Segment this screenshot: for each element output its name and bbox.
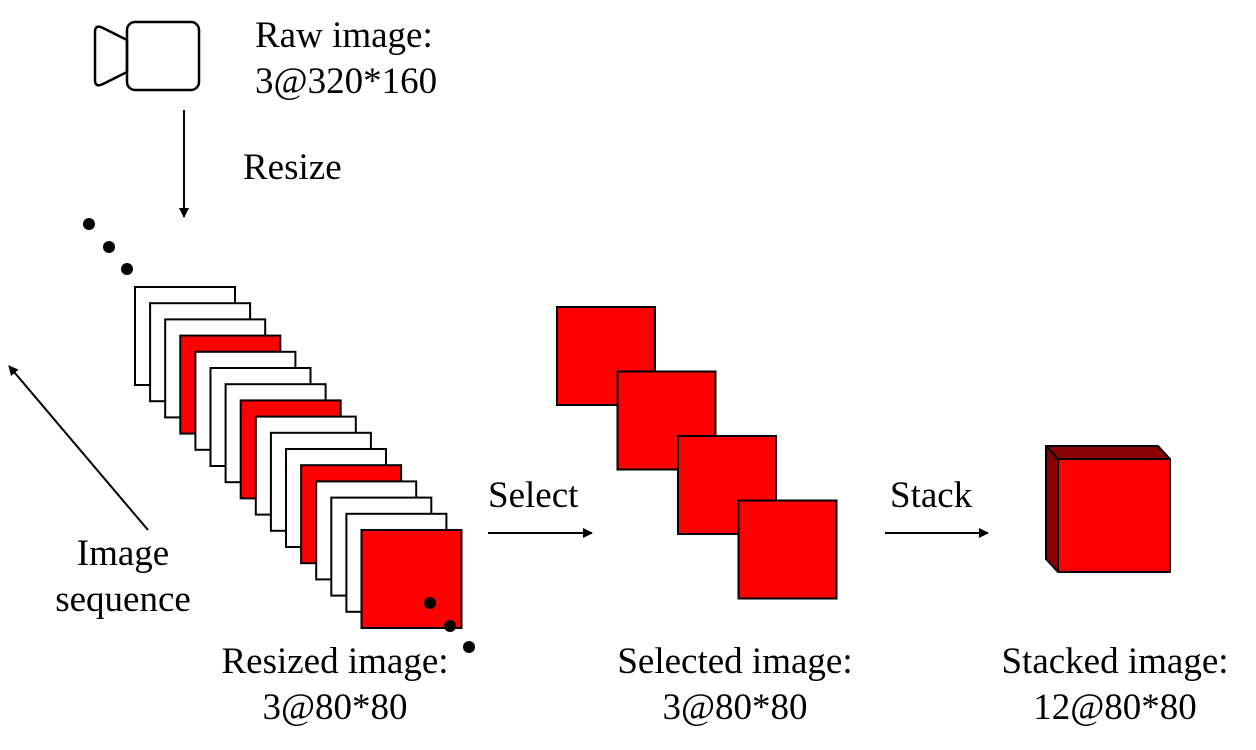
selected-frames — [556, 306, 838, 600]
stacked-cube — [1045, 445, 1171, 573]
stack-label: Stack — [890, 475, 973, 516]
raw-image-title: Raw image: — [255, 15, 433, 56]
select-label: Select — [488, 475, 579, 516]
selected-frame — [737, 499, 838, 600]
image-sequence-label-line1: Image — [76, 533, 170, 574]
image-sequence-label-line2: sequence — [55, 579, 191, 620]
resized-image-title: Resized image: — [221, 641, 449, 682]
sequence-frame — [360, 529, 463, 629]
stacked-image-dims: 12@80*80 — [1033, 687, 1197, 728]
sequence-ellipsis-bottom — [424, 597, 475, 653]
image-sequence-frames — [134, 286, 463, 629]
image-sequence-arrow — [8, 365, 149, 531]
cube-top-face — [1045, 445, 1171, 460]
sequence-ellipsis-top — [83, 218, 133, 275]
raw-image-dims: 3@320*160 — [255, 61, 438, 102]
selected-image-dims: 3@80*80 — [662, 687, 808, 728]
resize-label: Resize — [243, 147, 342, 188]
cube-side-face — [1045, 445, 1059, 573]
resized-image-dims: 3@80*80 — [262, 687, 408, 728]
stacked-image-title: Stacked image: — [1001, 641, 1229, 682]
cube-front-face — [1057, 458, 1171, 573]
selected-image-title: Selected image: — [617, 641, 853, 682]
video-camera-icon — [93, 20, 201, 92]
